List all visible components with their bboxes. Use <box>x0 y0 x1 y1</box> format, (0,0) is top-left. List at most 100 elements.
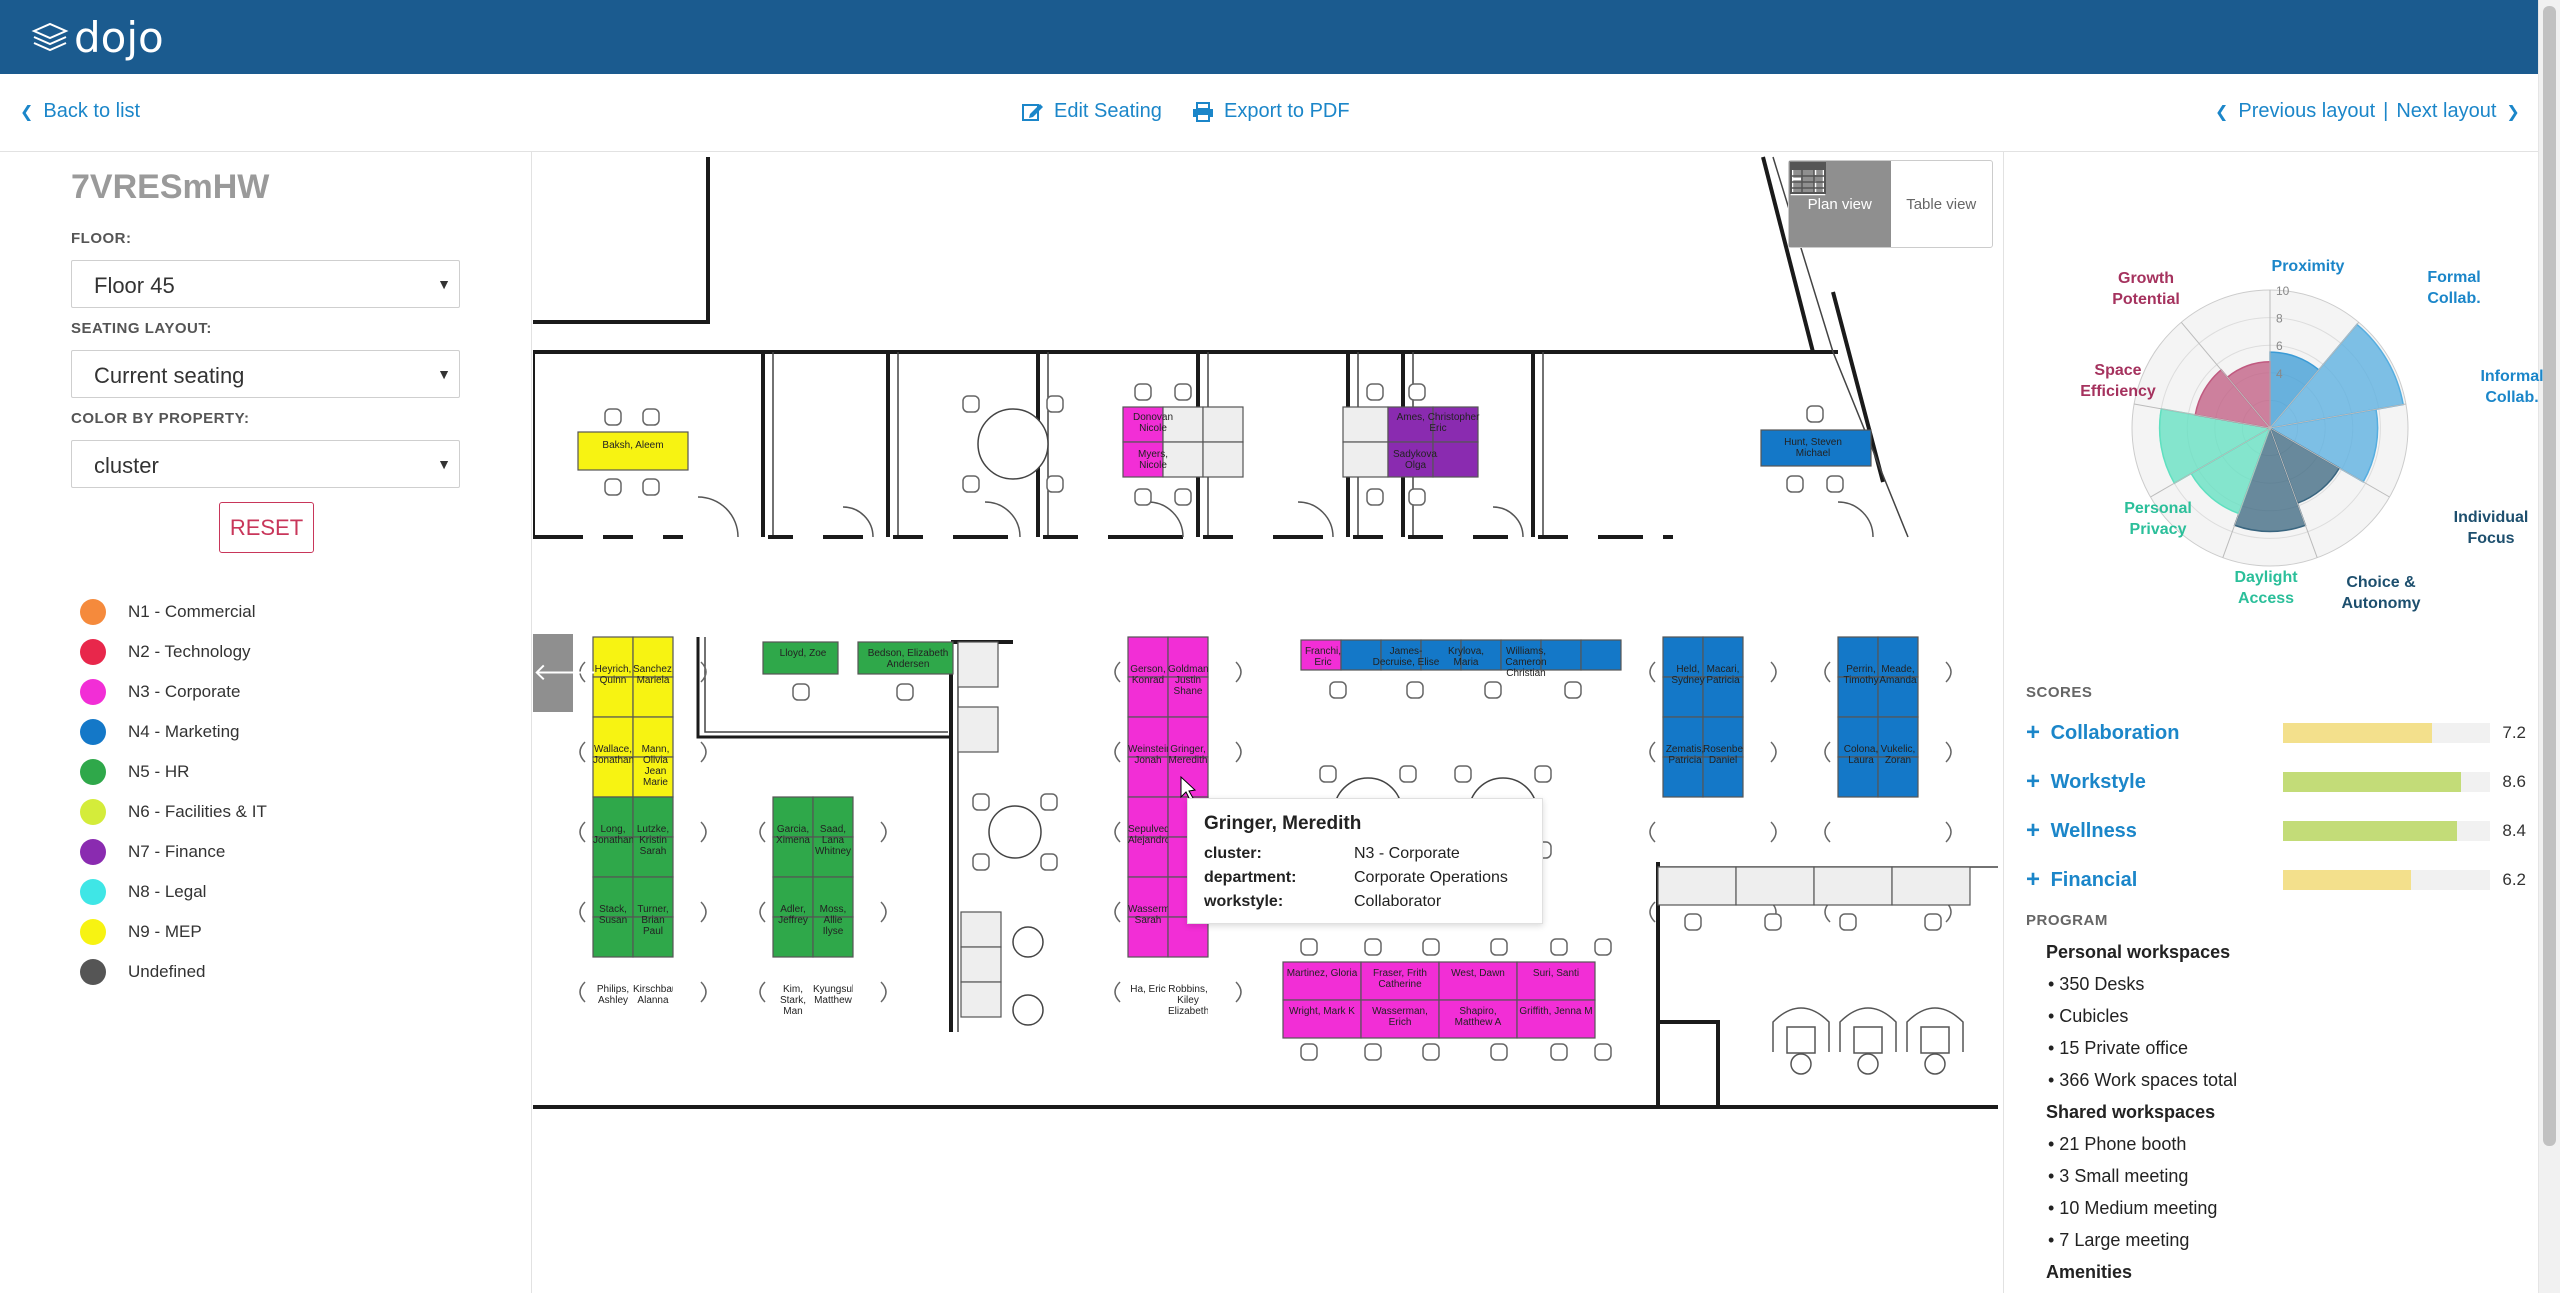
chair <box>759 981 766 1003</box>
desk <box>762 641 839 675</box>
chair <box>700 821 707 843</box>
score-name[interactable]: Workstyle <box>2050 770 2146 793</box>
seat-occupant-label[interactable]: Moss, Allie Ilyse <box>819 904 847 937</box>
seating-layout-select[interactable]: Current seating ▼ <box>71 350 460 398</box>
chair <box>1649 821 1656 843</box>
seat-occupant-label[interactable]: Weinstein, Jonah <box>1128 744 1168 766</box>
score-row-workstyle[interactable]: + Workstyle 8.6 <box>2026 767 2526 797</box>
seat-occupant-label[interactable]: Sadykova, Olga <box>1393 449 1438 471</box>
seat-occupant-label[interactable]: Vukelic, Zoran <box>1880 744 1916 766</box>
chair <box>604 478 622 496</box>
seat-occupant-label[interactable]: Baksh, Aleem <box>602 440 664 451</box>
seat-occupant-label[interactable]: Ames, Christopher Eric <box>1396 412 1480 434</box>
seat-occupant-label[interactable]: Heyrich, Quinn <box>594 664 632 686</box>
score-row-collaboration[interactable]: + Collaboration 7.2 <box>2026 718 2526 748</box>
previous-layout-link[interactable]: Previous layout <box>2238 100 2376 122</box>
plus-icon[interactable]: + <box>2026 768 2041 795</box>
desk <box>632 636 674 678</box>
radar-axis-label: Informal Collab. <box>2480 368 2544 406</box>
seat-occupant-label[interactable]: Rosenberg, Daniel <box>1703 744 1743 766</box>
floor-select[interactable]: Floor 45 ▼ <box>71 260 460 308</box>
seat-occupant-label[interactable]: Lloyd, Zoe <box>779 648 827 659</box>
next-layout-link[interactable]: Next layout <box>2396 100 2497 122</box>
seat-occupant-label[interactable]: Lutzke, Kristin Sarah <box>636 824 670 857</box>
seat-occupant-label[interactable]: Kirschbaum, Alanna <box>633 984 673 1006</box>
color-by-select[interactable]: cluster ▼ <box>71 440 460 488</box>
tooltip-value: Collaborator <box>1354 893 1442 910</box>
plus-icon[interactable]: + <box>2026 719 2041 746</box>
desk <box>592 796 634 838</box>
seat-occupant-label[interactable]: Sanchez, Mariela <box>633 664 673 686</box>
seat-occupant-label[interactable]: Wallace, Jonathan <box>593 744 633 766</box>
back-to-list-link[interactable]: ❮ Back to list <box>20 100 140 123</box>
arrow-left-icon: 🡐 <box>533 659 598 686</box>
dojo-logo[interactable]: dojo <box>30 13 164 62</box>
chair <box>1924 913 1942 931</box>
score-row-financial[interactable]: + Financial 6.2 <box>2026 865 2526 895</box>
seat-occupant-label[interactable]: Williams, Cameron Christian <box>1505 646 1547 679</box>
page-scrollbar[interactable] <box>2538 0 2560 1293</box>
seat-occupant-label[interactable]: Fraser, Frith Catherine <box>1373 968 1427 990</box>
seat-occupant-label[interactable]: Held, Sydney <box>1671 664 1705 686</box>
seat-occupant-label[interactable]: Franchi, Eric <box>1304 646 1342 668</box>
edit-seating-button[interactable]: Edit Seating <box>1022 100 1162 123</box>
desk <box>812 876 854 918</box>
seat-occupant-label[interactable]: Hunt, Steven Michael <box>1784 437 1842 459</box>
seat-occupant-label[interactable]: Turner, Brian Paul <box>637 904 669 937</box>
seat-occupant-label[interactable]: Suri, Santi <box>1532 968 1580 979</box>
chair <box>1550 1043 1568 1061</box>
plus-icon[interactable]: + <box>2026 817 2041 844</box>
seat-occupant-label[interactable]: Bedson, Elizabeth Andersen <box>867 648 949 670</box>
collapse-panel-button[interactable]: 🡐 <box>533 634 597 712</box>
seat-occupant-label[interactable]: Goldman, Justin Shane <box>1168 664 1208 697</box>
seat-occupant-label[interactable]: Long, Jonathan <box>593 824 633 846</box>
score-name[interactable]: Financial <box>2050 868 2138 891</box>
seat-occupant-label[interactable]: Donovan, Nicole <box>1133 412 1173 434</box>
seat-occupant-label[interactable]: Meade, Amanda <box>1879 664 1917 686</box>
seat-occupant-label[interactable]: Mann, Olivia Jean Marie <box>641 744 670 788</box>
chair <box>700 981 707 1003</box>
seat-occupant-label[interactable]: Krylova, Maria <box>1447 646 1485 668</box>
legend-swatch <box>80 839 106 865</box>
seat-occupant-label[interactable]: Robbins, Kiley Elizabeth <box>1168 984 1208 1017</box>
seat-occupant-label[interactable]: Adler, Jeffrey <box>778 904 808 926</box>
seat-occupant-label[interactable]: Philips, Ashley <box>596 984 630 1006</box>
plus-icon[interactable]: + <box>2026 866 2041 893</box>
seat-occupant-label[interactable]: West, Dawn <box>1451 968 1505 979</box>
seat-occupant-label[interactable]: Zematis, Patricia <box>1665 744 1705 766</box>
seat-occupant-label[interactable]: Stack, Susan <box>598 904 628 926</box>
seat-occupant-label[interactable]: Kim, Stark, Man <box>779 984 807 1017</box>
seat-occupant-label[interactable]: Martinez, Gloria <box>1286 968 1358 979</box>
table-view-button[interactable]: Table view <box>1790 161 1993 247</box>
seat-occupant-label[interactable]: James-Decruise, Elise <box>1372 646 1440 668</box>
seat-occupant-label[interactable]: Gringer, Meredith <box>1168 744 1208 766</box>
seat-occupant-label[interactable]: Perrin, Timothy <box>1843 664 1879 686</box>
score-row-wellness[interactable]: + Wellness 8.4 <box>2026 816 2526 846</box>
door-swing <box>984 501 1021 538</box>
seat-occupant-label[interactable]: Sepulveda, Alejandro <box>1128 824 1168 846</box>
reset-button[interactable]: RESET <box>219 502 314 553</box>
seat-occupant-label[interactable]: Myers, Nicole <box>1138 449 1168 471</box>
seat-occupant-label[interactable]: Kyungsuk, Matthew <box>813 984 853 1006</box>
seat-occupant-label[interactable]: Saad, Lana Whitney <box>814 824 852 857</box>
seat-occupant-label[interactable]: Wright, Mark K <box>1289 1006 1355 1017</box>
seat-occupant-label[interactable]: Griffith, Jenna M <box>1519 1006 1593 1017</box>
scrollbar-thumb[interactable] <box>2543 6 2556 1146</box>
seat-occupant-label[interactable]: Wasserman, Erich <box>1372 1006 1428 1028</box>
export-pdf-button[interactable]: Export to PDF <box>1192 100 1350 123</box>
seat-occupant-label[interactable]: Gerson, Konrad <box>1130 664 1166 686</box>
desk <box>1702 636 1744 678</box>
radar-axis-label: Individual Focus <box>2453 509 2529 547</box>
seat-occupant-label[interactable]: Shapiro, Matthew A <box>1454 1006 1502 1028</box>
wall <box>1658 1020 1720 1107</box>
seat-occupant-label[interactable]: Wasserman, Sarah <box>1128 904 1168 926</box>
seat-occupant-label[interactable]: Garcia, Ximena <box>776 824 810 846</box>
seat-occupant-label[interactable]: Macari, Patricia <box>1706 664 1740 686</box>
chevron-left-icon: ❮ <box>2215 103 2229 121</box>
seat-occupant-label[interactable]: Colona, Laura <box>1843 744 1879 766</box>
score-name[interactable]: Collaboration <box>2050 721 2180 744</box>
score-name[interactable]: Wellness <box>2050 819 2137 842</box>
caret-down-icon: ▼ <box>437 276 451 292</box>
seat-occupant-label[interactable]: Ha, Eric <box>1130 984 1166 995</box>
